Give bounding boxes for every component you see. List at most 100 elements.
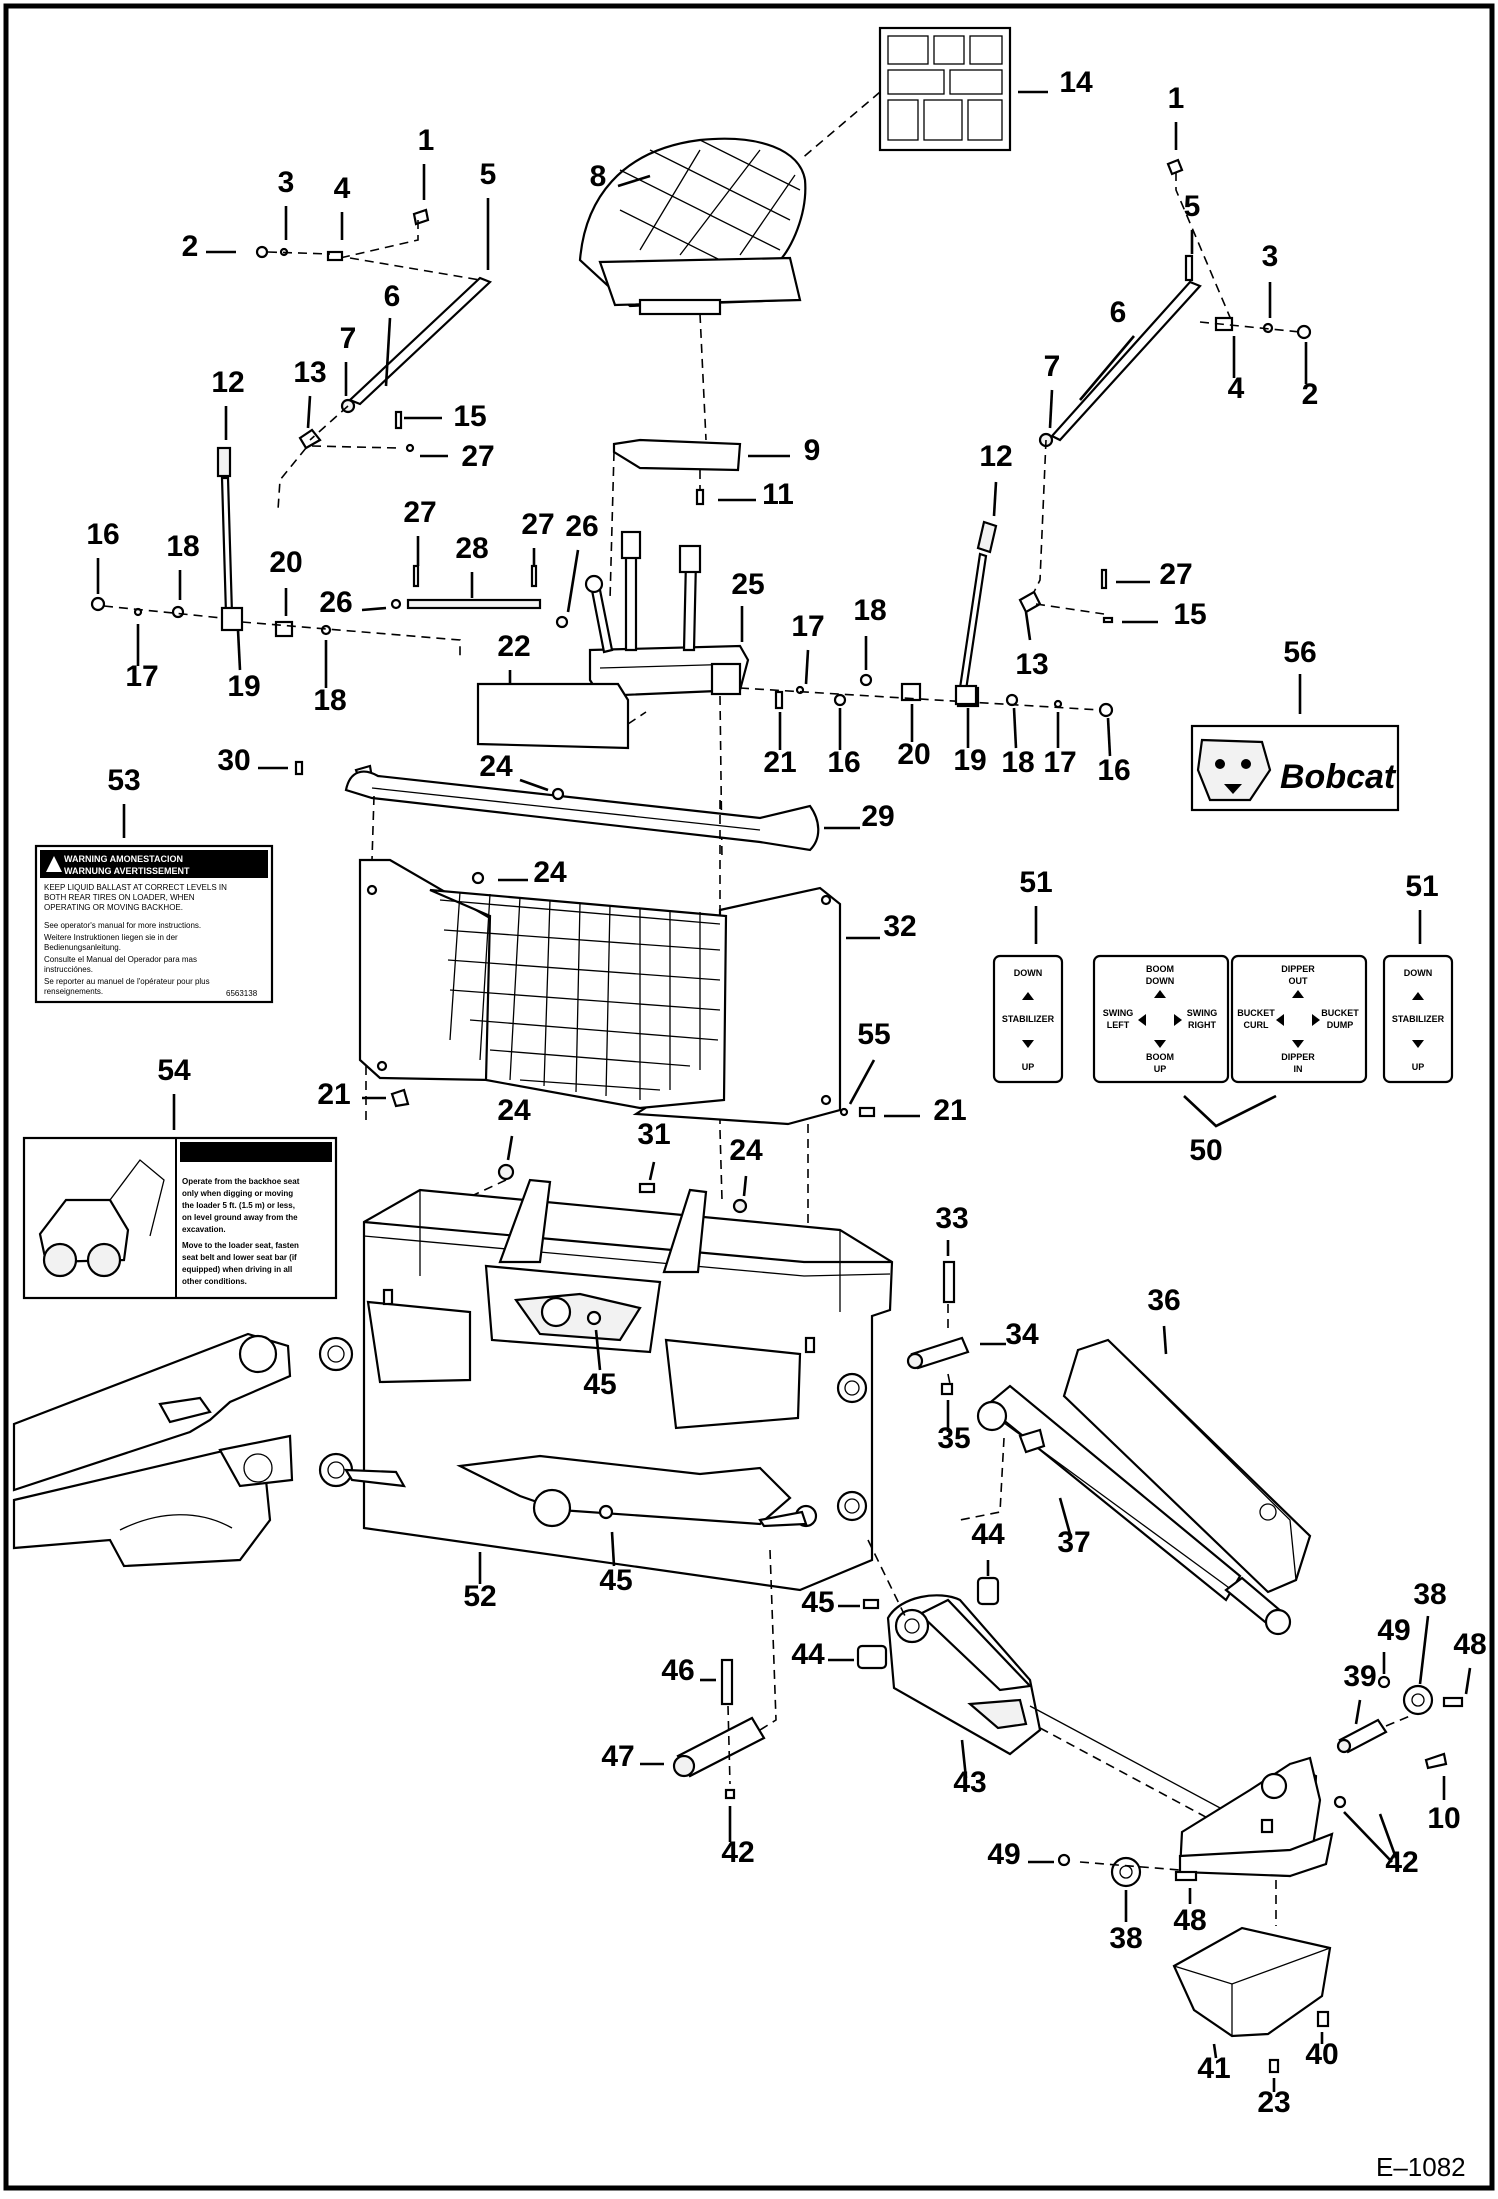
drawing-number: E–1082	[1376, 2152, 1466, 2182]
mounting-frame-52	[318, 1178, 894, 1592]
loader-arm	[12, 1332, 294, 1568]
decal53-line2: BOTH REAR TIRES ON LOADER, WHEN	[44, 893, 195, 902]
warning-decal-54: AVOID INJURY OR DEATH Operate from the b…	[22, 1136, 338, 1300]
shield-22	[476, 682, 630, 750]
dipper-in-text-1: DIPPER	[1281, 1052, 1315, 1062]
callout-27: 27	[461, 440, 494, 473]
decal53-header1: WARNING AMONESTACION	[64, 854, 183, 864]
callout-27: 27	[521, 508, 554, 541]
stabilizer-decal-51-right: DOWN STABILIZER UP	[1382, 954, 1454, 1084]
callout-43: 43	[953, 1766, 986, 1799]
callout-17: 17	[125, 660, 158, 693]
pivot-bracket	[1178, 1756, 1347, 1878]
callout-42: 42	[721, 1836, 754, 1869]
decal54-line3: the loader 5 ft. (1.5 m) or less,	[182, 1201, 295, 1210]
callout-11: 11	[762, 478, 794, 511]
callout-32: 32	[883, 910, 916, 943]
swing-right-text-1: SWING	[1187, 1008, 1218, 1018]
callout-31: 31	[637, 1118, 670, 1151]
callout-1: 1	[1168, 82, 1185, 115]
callout-54: 54	[157, 1054, 191, 1087]
decal51-right-bottom: UP	[1412, 1062, 1425, 1072]
decal53-line1: KEEP LIQUID BALLAST AT CORRECT LEVELS IN	[44, 883, 227, 892]
callout-18: 18	[313, 684, 346, 717]
decal54-header: AVOID INJURY OR DEATH	[186, 1162, 298, 1172]
callout-3: 3	[278, 166, 295, 199]
callout-17: 17	[791, 610, 824, 643]
boom-up-text-2: UP	[1154, 1064, 1167, 1074]
callout-20: 20	[897, 738, 930, 771]
callout-28: 28	[455, 532, 488, 565]
callout-26: 26	[565, 510, 598, 543]
backhoe-seat-8	[578, 137, 807, 316]
callout-49: 49	[1377, 1614, 1410, 1647]
decal51-left-middle: STABILIZER	[1002, 1014, 1055, 1024]
callout-9: 9	[804, 434, 821, 467]
callout-21: 21	[763, 746, 796, 779]
callout-16: 16	[86, 518, 119, 551]
callout-24: 24	[533, 856, 567, 889]
callout-53: 53	[107, 764, 140, 797]
decal54-line9: other conditions.	[182, 1277, 247, 1286]
callout-38: 38	[1413, 1578, 1446, 1611]
callout-15: 15	[453, 400, 486, 433]
callout-1: 1	[418, 124, 435, 157]
callout-24: 24	[479, 750, 513, 783]
dipper-out-text-1: DIPPER	[1281, 964, 1315, 974]
callout-5: 5	[480, 158, 497, 191]
bucket-dump-text-1: BUCKET	[1321, 1008, 1359, 1018]
cylinder-cover-36	[1062, 1338, 1312, 1594]
callout-7: 7	[1044, 350, 1061, 383]
page-border	[3, 3, 1495, 2191]
callout-13: 13	[293, 356, 326, 389]
stabilizer-pad-41	[1172, 1926, 1332, 2038]
decal54-line6: Move to the loader seat, fasten	[182, 1241, 299, 1250]
callout-23: 23	[1257, 2086, 1290, 2119]
callout-38: 38	[1109, 1922, 1142, 1955]
callout-40: 40	[1305, 2038, 1338, 2071]
callout-37: 37	[1057, 1526, 1090, 1559]
boom-down-text-2: DOWN	[1146, 976, 1175, 986]
callout-7: 7	[340, 322, 357, 355]
decal54-line4: on level ground away from the	[182, 1213, 298, 1222]
swing-left-text-1: SWING	[1103, 1008, 1134, 1018]
decal53-line9: Se reporter au manuel de l'opérateur pou…	[44, 977, 210, 986]
callout-29: 29	[861, 800, 894, 833]
callout-6: 6	[384, 280, 401, 313]
callout-24: 24	[497, 1094, 531, 1127]
right-linkage	[954, 122, 1312, 706]
callout-27: 27	[1159, 558, 1192, 591]
bucket-curl-text-2: CURL	[1244, 1020, 1269, 1030]
control-valve-25	[584, 530, 750, 698]
decal54-line7: seat belt and lower seat bar (if	[182, 1253, 297, 1262]
callout-12: 12	[211, 366, 244, 399]
swing-cylinder-37	[976, 1384, 1292, 1636]
left-linkage	[90, 164, 493, 688]
callout-16: 16	[1097, 754, 1130, 787]
decal51-left-bottom: UP	[1022, 1062, 1035, 1072]
callout-35: 35	[937, 1422, 970, 1455]
callout-30: 30	[217, 744, 250, 777]
control-pattern-decal-50-right: DIPPER OUT BUCKET CURL BUCKET DUMP DIPPE…	[1230, 954, 1368, 1084]
decal53-line3: OPERATING OR MOVING BACKHOE.	[44, 903, 183, 912]
callout-50: 50	[1189, 1134, 1222, 1167]
boom-down-text-1: BOOM	[1146, 964, 1174, 974]
decal54-line8: equipped) when driving in all	[182, 1265, 292, 1274]
swing-left-text-2: LEFT	[1107, 1020, 1130, 1030]
callout-22: 22	[497, 630, 530, 663]
callout-49: 49	[987, 1838, 1020, 1871]
callout-34: 34	[1005, 1318, 1039, 1351]
callout-33: 33	[935, 1202, 968, 1235]
callout-21: 21	[933, 1094, 966, 1127]
callout-14: 14	[1059, 66, 1093, 99]
seat-bar-29	[344, 764, 820, 852]
bobcat-decal-56: Bobcat	[1190, 724, 1400, 812]
callout-18: 18	[1001, 746, 1034, 779]
boom-up-text-1: BOOM	[1146, 1052, 1174, 1062]
callout-51: 51	[1405, 870, 1438, 903]
callout-15: 15	[1173, 598, 1206, 631]
seat-bracket-9	[612, 438, 742, 472]
right-hardware-row	[739, 673, 1114, 718]
